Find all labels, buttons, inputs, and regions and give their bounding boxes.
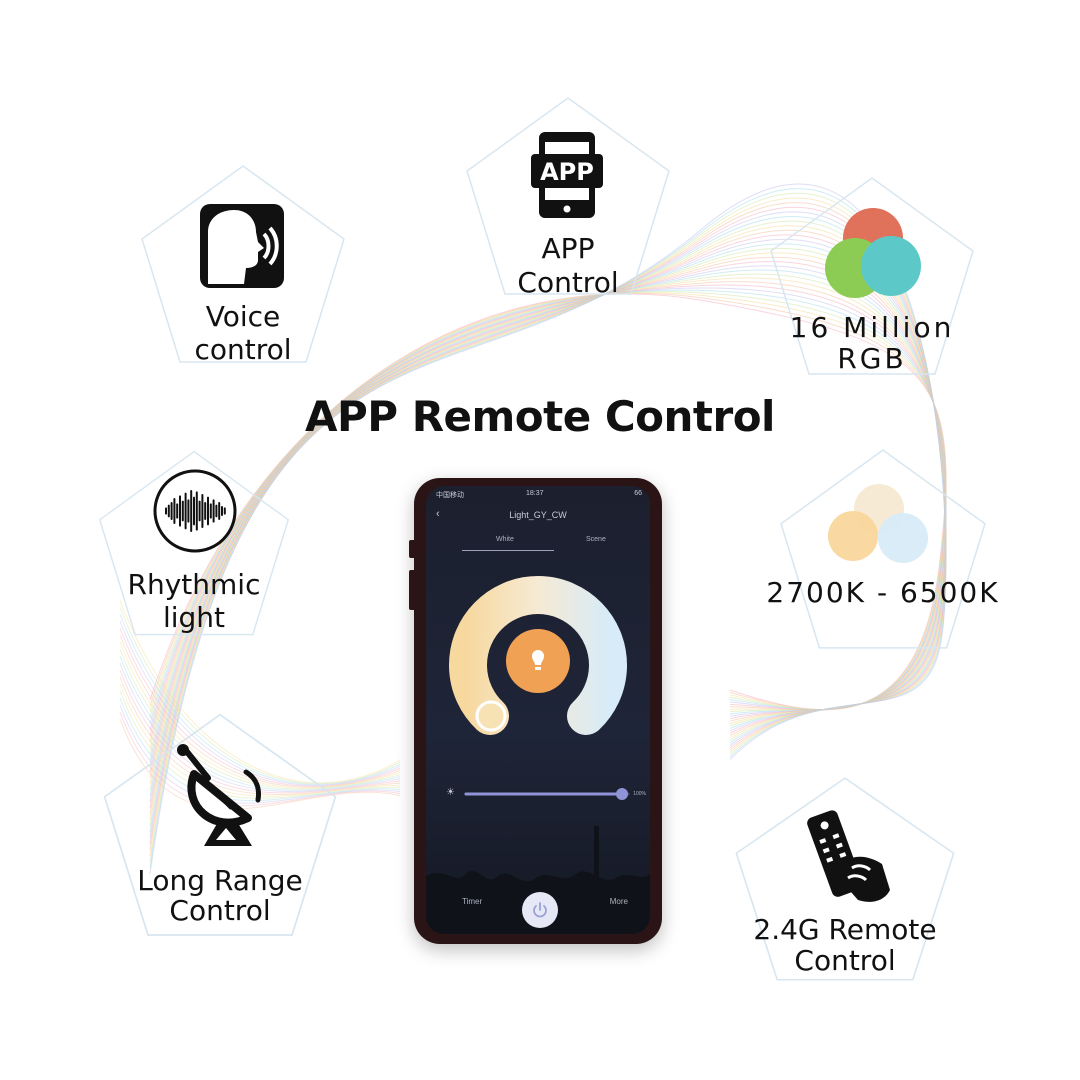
pentagon-outline [735,777,955,981]
color-temperature-icon [828,484,928,563]
feature-label-line: Control [794,944,896,977]
feature-label-line: Rhythmic [127,568,261,601]
status-time: 18:37 [526,490,544,497]
feature-remote-control: 2.4G Remote Control [732,772,958,988]
feature-label-line: 2700K - 6500K [766,576,1000,609]
wave-line [119,718,401,810]
more-button[interactable]: More [609,897,628,906]
feature-label-line: Long Range [137,864,303,897]
brightness-slider[interactable] [462,786,632,802]
timer-button[interactable]: Timer [462,897,483,906]
wave-line [119,704,401,804]
feature-label-line: 16 Million [789,311,955,344]
feature-label-line: Voice [205,300,281,333]
wave-line [119,606,401,784]
feature-label-line: Control [169,894,271,927]
pentagon-outline [103,713,337,936]
feature-label-line: 2.4G Remote [753,913,937,946]
sound-wave-icon [153,469,237,553]
feature-rgb: 16 Million RGB [767,172,977,382]
wave-line [119,648,401,790]
feature-voice-control: Voice control [138,160,348,370]
wave-line [119,676,401,795]
pentagon-outline [141,165,345,363]
app-icon-text: APP [540,158,594,186]
wave-line [119,662,401,793]
brightness-icon: ☀ [446,787,455,798]
back-icon[interactable]: ‹ [436,508,440,520]
wave-line [119,599,401,784]
tab-white[interactable]: White [496,536,514,543]
phone-side-button [409,570,414,610]
status-battery: 66 [634,490,642,497]
smartphone: 中国移动 18:37 66 ‹ Light_GY_CW White Scene … [409,478,662,944]
pentagon-outline [770,177,974,375]
tab-scene[interactable]: Scene [586,536,606,543]
feature-long-range-control: Long Range Control [100,708,340,944]
active-tab-indicator [462,550,554,551]
wave-line [119,669,401,794]
feature-label-line: light [162,601,226,634]
feature-label-line: Control [517,266,619,299]
wave-line [119,613,401,785]
app-screen: 中国移动 18:37 66 ‹ Light_GY_CW White Scene … [426,486,650,934]
feature-label-line: control [194,333,292,366]
feature-label-line: APP [541,232,595,265]
power-icon [533,902,547,918]
voice-speaking-icon [200,204,284,288]
app-phone-icon: APP [531,132,603,218]
page-title: APP Remote Control [305,392,775,441]
wave-line [119,690,401,799]
pentagon-outline [98,450,290,636]
status-carrier: 中国移动 [436,492,464,499]
bulb-icon [532,650,544,665]
wave-line [119,683,401,797]
wave-line [119,711,401,807]
wave-line [149,183,947,875]
temperature-knob[interactable] [475,700,507,732]
pentagon-outline [466,97,670,295]
device-title: Light_GY_CW [509,510,567,520]
feature-color-temperature: 2700K - 6500K [766,444,998,656]
pentagon-outline [780,449,986,649]
wave-line [119,641,401,789]
rgb-circles-icon [825,208,921,298]
color-temperature-wheel[interactable] [448,576,628,756]
remote-control-hand-icon [807,810,890,902]
feature-app-control: APP APP Control [463,92,673,302]
wave-line [119,655,401,791]
satellite-dish-icon [177,744,261,846]
feature-rhythmic-light: Rhythmic light [96,446,292,642]
power-button[interactable] [522,892,558,928]
wave-line [119,634,401,788]
feature-label-line: RGB [837,342,907,375]
wave-line [119,697,401,802]
phone-side-button [409,540,414,558]
brightness-value: 100% [633,791,646,797]
